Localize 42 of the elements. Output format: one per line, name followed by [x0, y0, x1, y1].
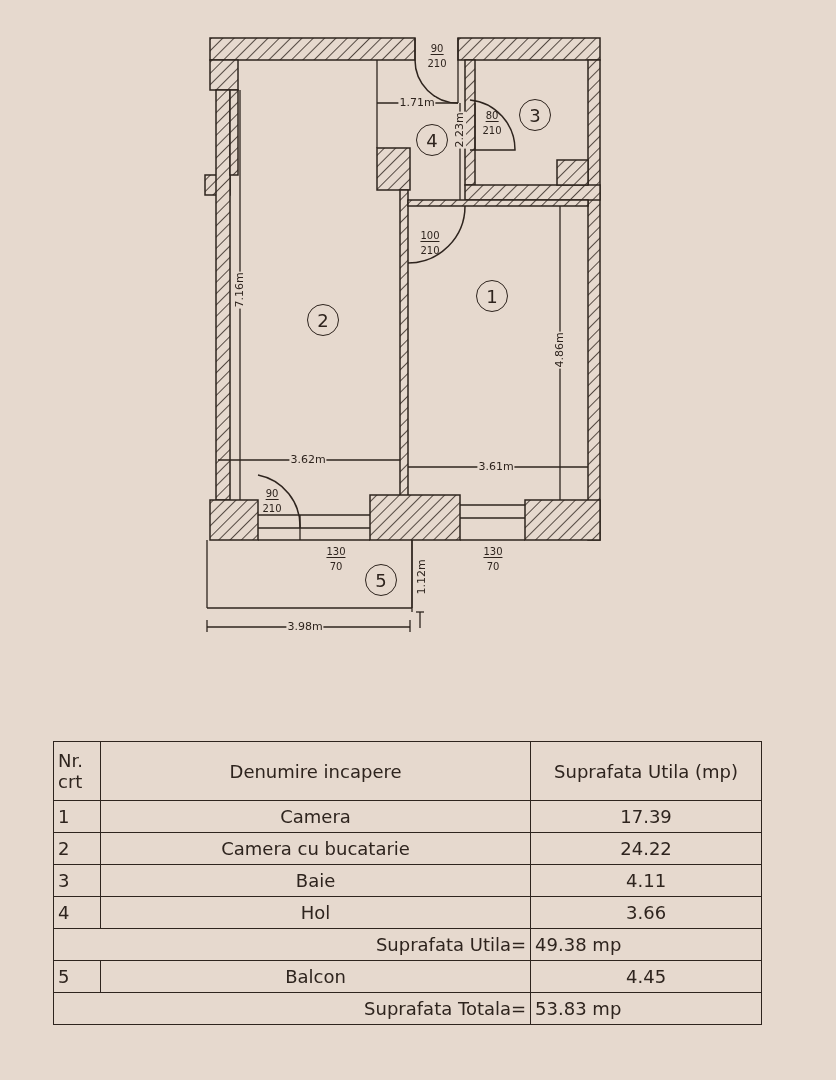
fraction-denominator: 70 [486, 560, 500, 572]
table-cell: 4.45 [626, 966, 667, 987]
table-cell: Balcon [285, 966, 346, 987]
fraction-numerator: 90 [265, 488, 279, 500]
table-cell: 4.11 [626, 870, 667, 891]
fraction-denominator: 210 [262, 502, 282, 514]
column-header: Denumire incapere [229, 760, 402, 782]
dimension-label: 3.62m [289, 454, 327, 466]
table-cell: Camera [280, 806, 351, 827]
table-cell: Baie [295, 870, 336, 891]
fraction-numerator: 90 [430, 43, 444, 55]
table-cell: 3 [58, 870, 70, 891]
dimension-label: 3.61m [477, 461, 515, 473]
table-cell: 5 [58, 966, 70, 987]
fraction-denominator: 210 [420, 244, 440, 256]
table-cell: Camera cu bucatarie [221, 838, 410, 859]
fraction-numerator: 80 [485, 110, 499, 122]
table-cell: 3.66 [626, 902, 667, 923]
fraction-denominator: 70 [329, 560, 343, 572]
column-header: Nr. crt [58, 750, 84, 792]
dimension-label: 1.71m [398, 97, 436, 109]
table-cell: Suprafata Utila= [375, 934, 527, 955]
fraction-denominator: 210 [482, 124, 502, 136]
dimension-label: 2.23m [454, 111, 466, 149]
dimension-label: 1.12m [416, 558, 428, 596]
table-cell: 1 [58, 806, 70, 827]
table-cell: 53.83 mp [535, 998, 622, 1019]
table-cell: 49.38 mp [535, 934, 622, 955]
fraction-numerator: 130 [483, 546, 503, 558]
dimension-label: 4.86m [554, 331, 566, 369]
fraction-numerator: 100 [420, 230, 440, 242]
column-header: Suprafata Utila (mp) [553, 760, 739, 782]
table-cell: 24.22 [620, 838, 672, 859]
table-cell: 17.39 [620, 806, 672, 827]
dimension-label: 3.98m [286, 621, 324, 633]
fraction-numerator: 130 [326, 546, 346, 558]
dimension-label: 7.16m [234, 271, 246, 309]
table-cell: Suprafata Totala= [364, 998, 527, 1019]
table-cell: 2 [58, 838, 70, 859]
table-cell: Hol [300, 902, 331, 923]
table-cell: 4 [58, 902, 70, 923]
fraction-denominator: 210 [427, 57, 447, 69]
